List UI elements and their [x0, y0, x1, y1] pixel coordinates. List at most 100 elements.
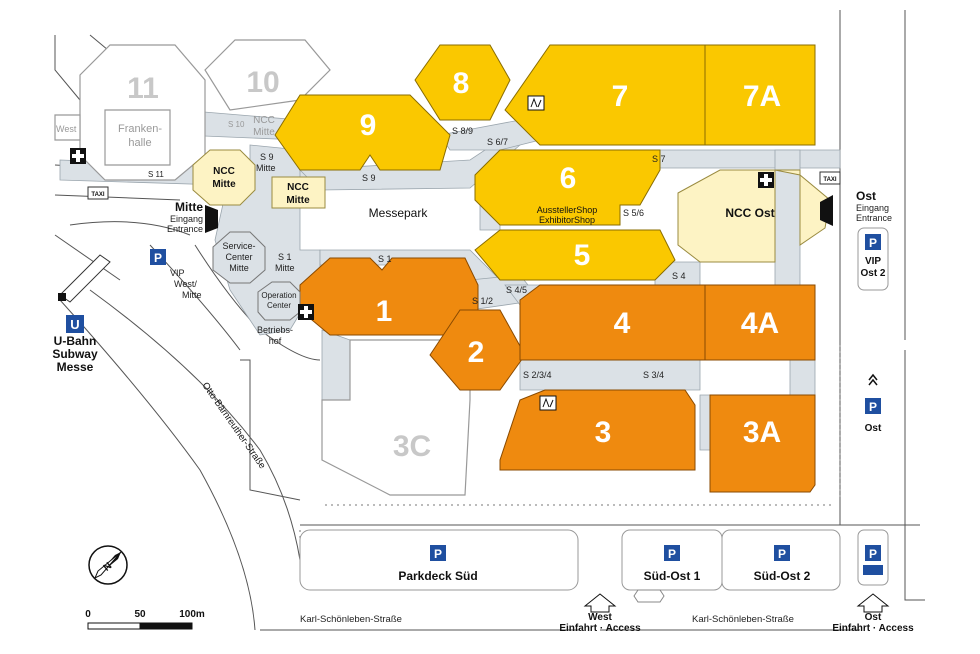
hall-3c-shape: [321, 339, 471, 496]
ncc-top-label-2: Mitte: [253, 127, 275, 138]
hall-west-label: West: [56, 124, 77, 134]
ost-entrance-arrow: [820, 195, 833, 226]
sued-ost-1-label: Süd-Ost 1: [644, 569, 701, 583]
hall-7-label: 7: [612, 80, 629, 113]
vip-west-label-1: VIP: [170, 268, 185, 278]
hall-11-label: 11: [127, 72, 159, 105]
hall-5-label: 5: [574, 239, 591, 272]
vip-ost-label-1: VIP: [865, 256, 881, 267]
parking-icon: P: [150, 249, 166, 265]
walkway-s89: [439, 119, 541, 151]
hall-8-label: 8: [453, 67, 470, 100]
hall-2-label: 2: [468, 336, 485, 369]
first-aid-icon: [298, 304, 314, 320]
passage-s1-mitte-1: S 1: [278, 252, 292, 262]
hall-3a-shape: [709, 394, 816, 493]
ncc-mitte-top-label-1: NCC: [213, 166, 235, 177]
passage-s67: S 6/7: [487, 137, 508, 147]
parking-icon: P: [865, 234, 881, 250]
service-center-label-3: Mitte: [229, 263, 249, 273]
hall-6-shape: [474, 149, 661, 226]
svg-text:0: 0: [85, 609, 91, 620]
ncc-mitte-top-label-2: Mitte: [212, 179, 236, 190]
operation-center-label-2: Center: [267, 301, 291, 310]
passage-s34: S 3/4: [643, 370, 664, 380]
messepark-label: Messepark: [369, 206, 429, 220]
restaurant-icon: [527, 95, 545, 111]
taxi-east-label: TAXI: [823, 177, 837, 183]
vip-ost-label-2: Ost 2: [860, 268, 885, 279]
hall-5-shape: [474, 229, 676, 281]
hall-7-shape: [504, 44, 706, 146]
betriebshof-label-1: Betriebs-: [257, 325, 293, 335]
hall-3c-label: 3C: [393, 430, 431, 463]
west-access-label-1: West: [588, 612, 612, 623]
ost-parking-arrow-icon: [868, 373, 878, 386]
parking-icon: P: [664, 545, 680, 561]
passage-s9-mitte-1: S 9: [260, 152, 274, 162]
west-access-arrow-icon: [583, 593, 617, 613]
sued-ost-1-booth: [633, 589, 665, 603]
ncc-ost-label: NCC Ost: [725, 206, 774, 220]
hall-west-cut-shape: [54, 114, 81, 141]
hall-9-shape: [274, 94, 451, 171]
mitte-entrance-label-2: Eingang: [170, 214, 203, 224]
ncc-top-label-1: NCC: [253, 115, 275, 126]
first-aid-icon: [70, 148, 86, 164]
hall-8-shape: [414, 44, 511, 121]
ubahn-label-2: Subway: [52, 347, 98, 361]
scale-bar: 0 50 100m: [85, 609, 205, 630]
hall-7a-shape: [704, 44, 816, 146]
walkway-s3a: [699, 394, 711, 451]
passage-s234: S 2/3/4: [523, 370, 552, 380]
hall-3a-label: 3A: [743, 416, 781, 449]
vip-west-label-2: West/: [174, 279, 197, 289]
parking-icon: P: [774, 545, 790, 561]
svg-text:50: 50: [134, 609, 146, 620]
ost-entrance-label-1: Ost: [856, 189, 876, 203]
ost-parking-label: Ost: [865, 423, 882, 434]
hall-6-label: 6: [560, 162, 577, 195]
taxi-west-label: TAXI: [91, 192, 105, 198]
frankenhalle-label-1: Franken-: [118, 123, 162, 135]
ncc-mitte-top-shape: [192, 149, 256, 206]
ncc-ost-east-shape: [774, 169, 831, 246]
svg-text:100m: 100m: [179, 609, 205, 620]
svg-text:P: P: [434, 547, 442, 561]
hall-10-shape: [204, 39, 331, 111]
passage-s9: S 9: [362, 173, 376, 183]
ncc-mitte-box-shape: [271, 176, 326, 209]
hall-4-shape: [519, 284, 706, 361]
ost-entrance-label-3: Entrance: [856, 213, 892, 223]
cream-halls: [192, 149, 831, 263]
ncc-mitte-box-label-1: NCC: [287, 182, 309, 193]
compass-icon: N: [88, 545, 128, 585]
passage-s10: S 10: [228, 120, 245, 129]
ncc-mitte-box-label-2: Mitte: [286, 195, 310, 206]
svg-text:P: P: [869, 400, 877, 414]
mitte-entrance-arrow: [205, 205, 218, 233]
hall-4a-shape: [704, 284, 816, 361]
passage-s1-mitte-2: Mitte: [275, 263, 295, 273]
walkway-s4a: [789, 359, 816, 396]
service-center-label-1: Service-: [222, 241, 255, 251]
first-aid-icon: [758, 172, 774, 188]
hall-4-label: 4: [614, 307, 631, 340]
ausstellershop-label-1: AusstellerShop: [537, 205, 598, 215]
svg-text:P: P: [869, 236, 877, 250]
passage-s89: S 8/9: [452, 126, 473, 136]
operation-center-label-1: Operation: [261, 291, 296, 300]
bus-parking-icon: P: [863, 545, 883, 575]
svg-text:P: P: [668, 547, 676, 561]
ubahn-label-1: U-Bahn: [54, 334, 97, 348]
service-center-label-2: Center: [225, 252, 252, 262]
hall-7a-label: 7A: [743, 80, 781, 113]
passage-s1: S 1: [378, 254, 392, 264]
vip-west-label-3: Mitte: [182, 290, 202, 300]
ubahn-sign-letter: U: [70, 317, 79, 332]
parking-icon: P: [865, 398, 881, 414]
ubahn-sign: [66, 315, 84, 333]
passage-s11: S 11: [148, 170, 164, 179]
